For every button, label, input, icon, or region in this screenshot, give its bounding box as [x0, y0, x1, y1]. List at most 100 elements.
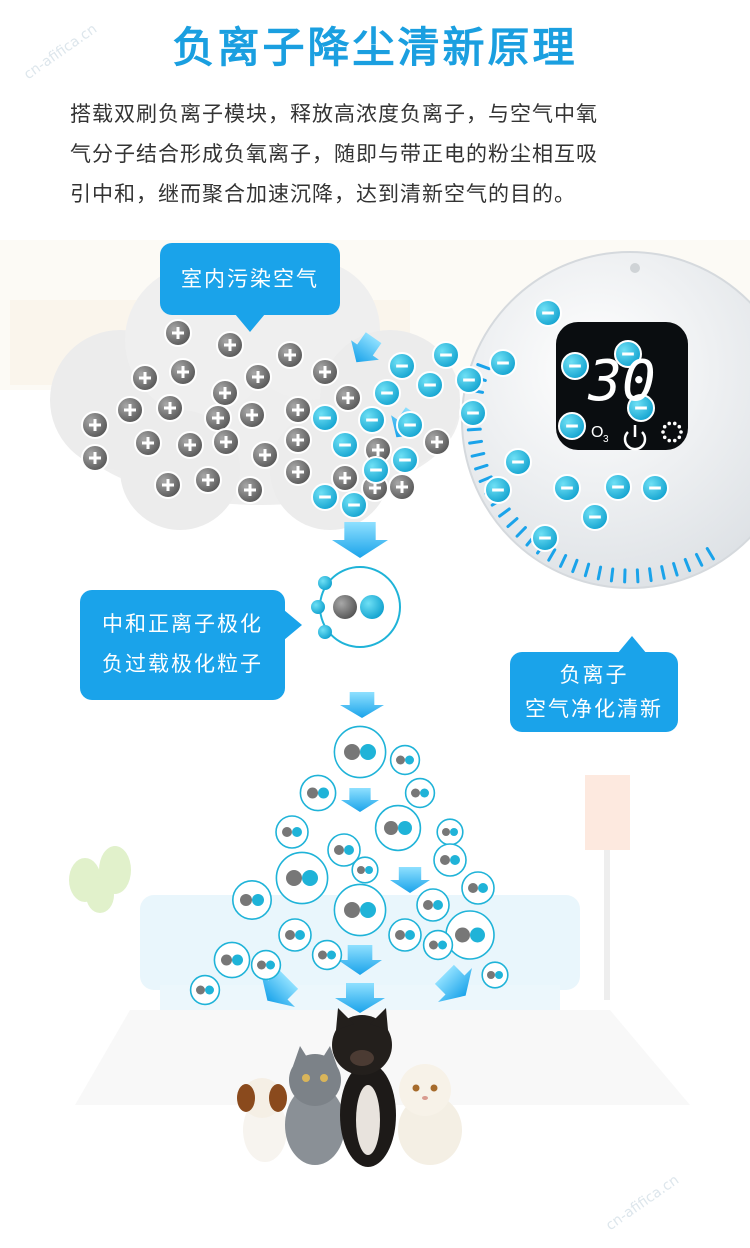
callout-purify-line2: 空气净化清新 [525, 697, 663, 721]
neutralized-pair-icon [388, 918, 422, 952]
minus-ion-icon [311, 483, 339, 511]
gray-cat-icon [285, 1046, 345, 1165]
plus-particle-icon [81, 411, 109, 439]
minus-ion-icon [373, 379, 401, 407]
minus-ion-icon [459, 399, 487, 427]
black-dog-icon [332, 1008, 396, 1167]
minus-ion-icon [432, 341, 460, 369]
minus-ion-icon [311, 404, 339, 432]
neutralized-pair-icon [232, 879, 273, 920]
callout-polluted-air: 室内污染空气 [160, 243, 340, 315]
minus-ion-icon [455, 366, 483, 394]
minus-ion-icon [484, 476, 512, 504]
plus-particle-icon [276, 341, 304, 369]
plus-particle-icon [154, 471, 182, 499]
plus-particle-icon [81, 444, 109, 472]
down-arrow-icon [434, 964, 472, 1002]
callout-neutralize-line2: 负过载极化粒子 [102, 652, 263, 676]
neutralized-pair-icon [416, 888, 450, 922]
neutralized-pair-icon [461, 871, 495, 905]
plus-particle-icon [211, 379, 239, 407]
down-arrow-icon [335, 983, 385, 1013]
minus-ion-icon [340, 491, 368, 519]
plus-particle-icon [156, 394, 184, 422]
purifier-device [461, 251, 750, 589]
down-arrow-icon [332, 522, 388, 558]
plus-particle-icon [284, 458, 312, 486]
minus-ion-icon [627, 394, 655, 422]
minus-ion-icon [416, 371, 444, 399]
minus-ion-icon [504, 448, 532, 476]
page-title: 负离子降尘清新原理 [172, 23, 578, 72]
neutralized-pair-icon [351, 856, 379, 884]
description-line-1: 搭载双刷负离子模块，释放高浓度负离子，与空气中氧 [70, 102, 598, 126]
plus-particle-icon [236, 476, 264, 504]
down-arrow-icon [340, 692, 384, 718]
minus-ion-icon [581, 503, 609, 531]
neutralized-pair-icon [275, 851, 329, 905]
minus-ion-icon [561, 352, 589, 380]
ozone-label: O [591, 424, 603, 441]
plant-icon [69, 846, 131, 913]
plus-particle-icon [251, 441, 279, 469]
minus-ion-icon [396, 411, 424, 439]
neutralized-pair-icon [404, 777, 436, 809]
minus-ion-icon [553, 474, 581, 502]
neutralized-pairs [189, 725, 509, 1006]
plus-particle-icon [284, 426, 312, 454]
callout-neutralize: 中和正离子极化 负过载极化粒子 [80, 590, 285, 700]
plus-particle-icon [216, 331, 244, 359]
negative-ions [311, 299, 669, 552]
display-value: 30 [587, 349, 655, 414]
puppy-icon [237, 1078, 287, 1162]
neutralized-pair-icon [445, 910, 495, 960]
callout-pointer [235, 314, 265, 332]
neutralized-pair-icon [422, 929, 454, 961]
minus-ion-icon [331, 431, 359, 459]
description: 搭载双刷负离子模块，释放高浓度负离子，与空气中氧 气分子结合形成负氧离子，随即与… [70, 94, 680, 214]
dots-ring-icon [661, 421, 683, 443]
neutralized-pair-icon [189, 974, 221, 1006]
neutralized-pair-icon [299, 774, 337, 812]
callout-polluted-air-text: 室内污染空气 [181, 267, 319, 291]
neutralized-pair-icon [213, 941, 251, 979]
neutralized-pair-icon [275, 815, 309, 849]
neutralized-pair-icon [374, 804, 422, 852]
plus-particle-icon [423, 428, 451, 456]
plus-particle-icon [164, 319, 192, 347]
plus-particle-icon [116, 396, 144, 424]
positive-particles [81, 319, 451, 504]
minus-ion-icon [388, 352, 416, 380]
plus-particle-icon [244, 363, 272, 391]
neutralized-pair-icon [389, 744, 421, 776]
minus-ion-icon [558, 412, 586, 440]
minus-ion-icon [391, 446, 419, 474]
description-line-2: 气分子结合形成负氧离子，随即与带正电的粉尘相互吸 [70, 142, 598, 166]
neutralized-pair-icon [481, 961, 509, 989]
plus-particle-icon [284, 396, 312, 424]
neutralized-pair-icon [250, 949, 282, 981]
down-arrow-icon [338, 945, 382, 975]
minus-ion-icon [604, 473, 632, 501]
callout-purify: 负离子 空气净化清新 [510, 652, 678, 732]
ozone-subscript: 3 [603, 434, 609, 445]
neutralized-pair-icon [333, 883, 387, 937]
plus-particle-icon [176, 431, 204, 459]
down-arrow-icon [351, 332, 382, 363]
callout-purify-line1: 负离子 [559, 663, 629, 687]
neutralized-pair-icon [278, 918, 312, 952]
minus-ion-icon [531, 524, 559, 552]
minus-ion-icon [362, 456, 390, 484]
white-cat-icon [398, 1064, 462, 1165]
neutralized-pair-icon [333, 725, 387, 779]
plus-particle-icon [331, 464, 359, 492]
down-arrow-icon [390, 867, 430, 893]
description-line-3: 引中和，继而聚合加速沉降，达到清新空气的目的。 [70, 182, 576, 206]
minus-ion-icon [534, 299, 562, 327]
combined-particle [311, 566, 401, 648]
neutralized-pair-icon [327, 833, 361, 867]
minus-ion-icon [358, 406, 386, 434]
callout-neutralize-line1: 中和正离子极化 [102, 612, 263, 636]
